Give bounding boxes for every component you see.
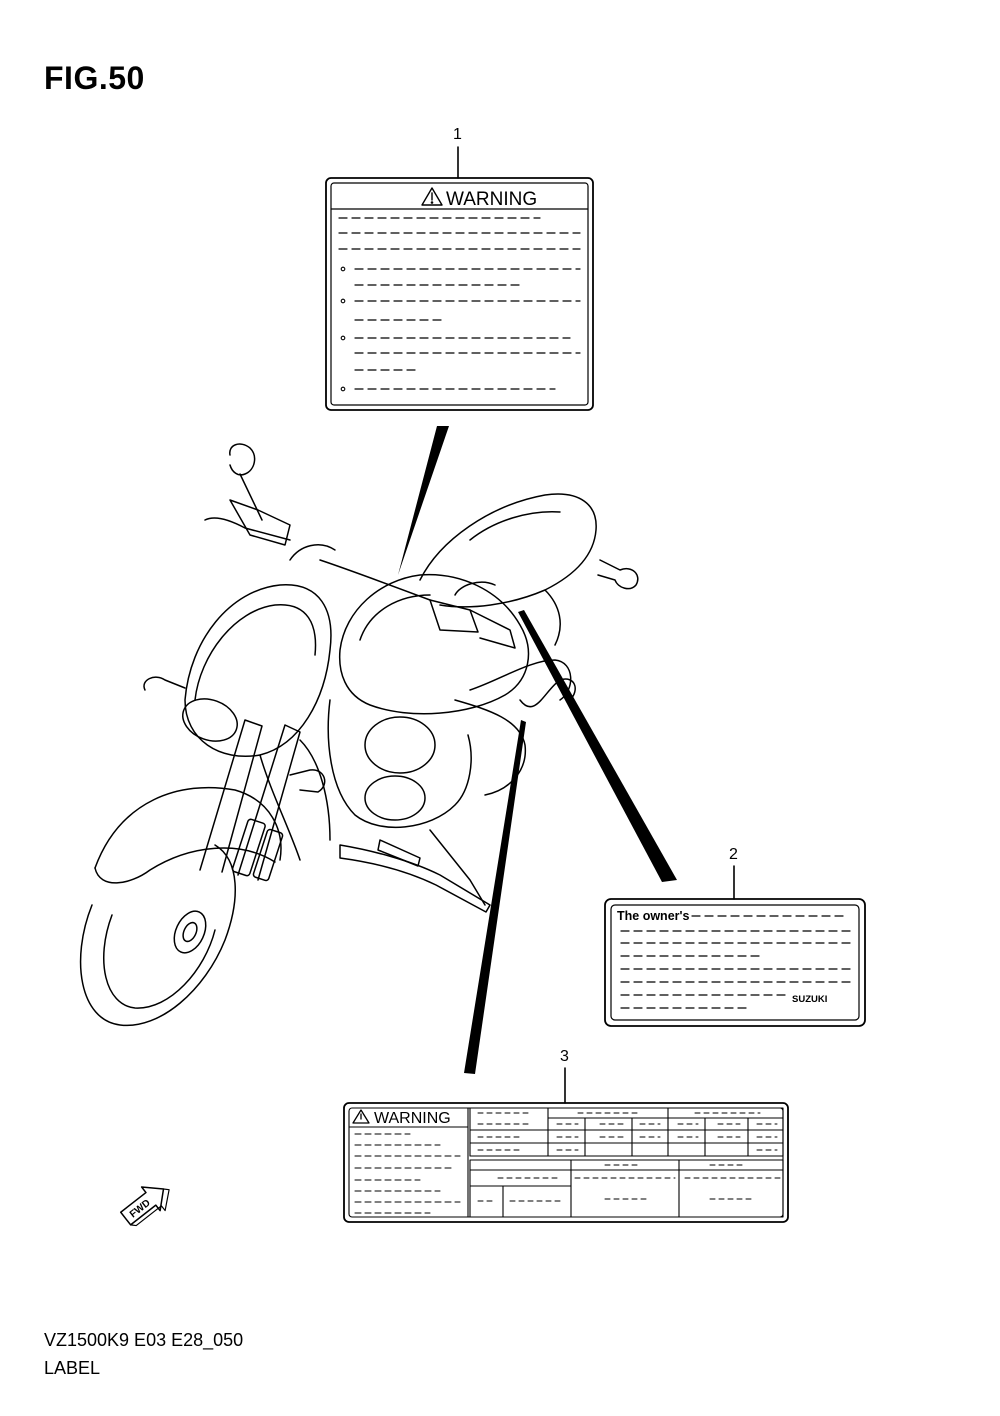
warning-triangle-icon <box>421 187 443 206</box>
lower-spec-table <box>469 1159 784 1218</box>
pointer-wedge-3 <box>464 720 526 1074</box>
figure-name: LABEL <box>44 1358 101 1378</box>
pointer-wedge-1 <box>398 426 449 575</box>
warning-label-heading: WARNING <box>446 189 537 210</box>
warning-label-part[interactable]: WARNING <box>325 177 594 411</box>
lower-spec-table-text <box>477 1164 781 1202</box>
callout-number-3: 3 <box>560 1048 569 1065</box>
warning-label-bullets <box>340 266 346 392</box>
warning-table-text-lines <box>354 1133 461 1214</box>
callout-number-1: 1 <box>453 126 462 143</box>
forward-arrow-icon: FWD <box>119 1186 170 1227</box>
upper-spec-table <box>469 1107 784 1157</box>
warning-label-text-lines <box>338 217 581 390</box>
motorcycle-illustration <box>79 443 639 1027</box>
owners-label-brand: SUZUKI <box>792 994 827 1005</box>
figure-code: VZ1500K9 E03 E28_050 <box>44 1330 244 1350</box>
pointer-wedge-2 <box>518 610 677 882</box>
owners-label-part[interactable]: The owner's SUZUKI <box>604 898 866 1027</box>
owners-label-text-lines <box>620 915 856 1009</box>
callout-2[interactable]: 2 <box>729 846 738 900</box>
table-warning-triangle-icon <box>352 1109 370 1124</box>
owners-label-heading: The owner's <box>617 909 689 923</box>
warning-table-label-part[interactable]: WARNING <box>343 1102 789 1223</box>
callout-number-2: 2 <box>729 846 738 863</box>
callout-1[interactable]: 1 <box>453 126 462 179</box>
figure-title: FIG.50 <box>44 60 145 96</box>
warning-table-heading: WARNING <box>374 1110 451 1127</box>
upper-spec-table-text <box>477 1112 778 1151</box>
callout-3[interactable]: 3 <box>560 1048 569 1104</box>
